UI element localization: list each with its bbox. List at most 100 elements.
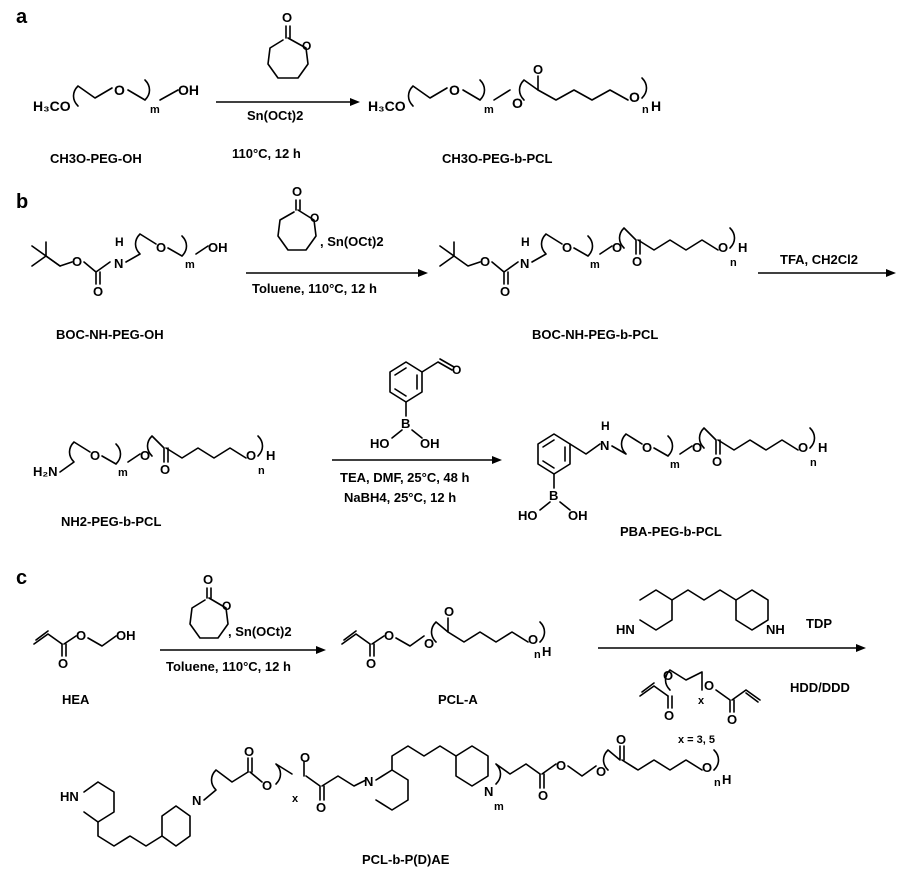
- svg-text:n: n: [534, 649, 541, 661]
- svg-text:O: O: [222, 599, 231, 613]
- svg-text:B: B: [549, 488, 558, 503]
- panel-b-step2-reagent: TFA, CH2Cl2: [780, 252, 859, 267]
- svg-text:O: O: [262, 778, 272, 793]
- panel-c-tdp-label: TDP: [806, 616, 832, 631]
- panel-b-step3-conditions-1: TEA, DMF, 25°C, 48 h: [340, 470, 470, 485]
- svg-text:m: m: [150, 104, 160, 116]
- svg-text:O: O: [556, 758, 566, 773]
- panel-b-step1-catalyst: , Sn(OCt)2: [320, 234, 384, 249]
- svg-text:O: O: [500, 284, 510, 299]
- svg-text:n: n: [714, 777, 721, 789]
- panel-b-product-name: PBA-PEG-b-PCL: [620, 524, 722, 539]
- svg-text:H: H: [651, 98, 661, 114]
- svg-text:O: O: [160, 462, 170, 477]
- svg-text:O: O: [632, 254, 642, 269]
- panel-a-reactant-structure: H₃CO O m OH: [33, 79, 199, 116]
- svg-text:OH: OH: [116, 628, 136, 643]
- caprolactone-structure-c: O O: [189, 572, 231, 639]
- svg-text:n: n: [258, 465, 265, 477]
- svg-text:H: H: [738, 240, 747, 255]
- svg-text:H: H: [115, 235, 124, 249]
- svg-text:O: O: [702, 760, 712, 775]
- panel-c-intermediate-name: PCL-A: [438, 692, 478, 707]
- svg-text:m: m: [484, 104, 494, 116]
- panel-b-boc-reactant-structure: O O N H O m OH: [31, 233, 228, 299]
- svg-text:O: O: [246, 448, 256, 463]
- svg-text:O: O: [704, 678, 714, 693]
- svg-text:N: N: [192, 793, 201, 808]
- svg-text:O: O: [528, 632, 538, 647]
- atom-label-h3co: H₃CO: [33, 98, 71, 114]
- svg-text:O: O: [664, 708, 674, 723]
- panel-a-product-name: CH3O-PEG-b-PCL: [442, 151, 553, 166]
- panel-c-product-name: PCL-b-P(D)AE: [362, 852, 450, 867]
- svg-text:O: O: [642, 440, 652, 455]
- panel-c-product-structure: HN N O O x O O N N m O O O O O n H: [60, 732, 731, 847]
- svg-text:O: O: [244, 744, 254, 759]
- svg-text:O: O: [444, 604, 454, 619]
- svg-text:n: n: [730, 257, 737, 269]
- svg-text:O: O: [203, 572, 213, 587]
- svg-text:O: O: [712, 454, 722, 469]
- svg-text:OH: OH: [420, 436, 440, 451]
- svg-text:O: O: [692, 440, 702, 455]
- panel-b-boc-product-structure: O O N H O m O O O n H: [439, 227, 747, 299]
- svg-text:O: O: [300, 750, 310, 765]
- panel-c-reactant-name: HEA: [62, 692, 90, 707]
- panel-b-intermediate-name: BOC-NH-PEG-b-PCL: [532, 327, 659, 342]
- svg-text:H: H: [521, 235, 530, 249]
- svg-text:O: O: [316, 800, 326, 815]
- svg-text:O: O: [156, 240, 166, 255]
- svg-text:O: O: [616, 732, 626, 747]
- svg-text:O: O: [533, 62, 543, 77]
- svg-text:O: O: [282, 10, 292, 25]
- svg-text:O: O: [512, 95, 523, 111]
- panel-label-c: c: [16, 567, 28, 589]
- svg-text:O: O: [596, 764, 606, 779]
- svg-text:N: N: [114, 256, 123, 271]
- svg-text:OH: OH: [208, 240, 228, 255]
- svg-text:O: O: [366, 656, 376, 671]
- svg-text:m: m: [670, 459, 680, 471]
- svg-text:H: H: [722, 772, 731, 787]
- svg-text:O: O: [663, 668, 673, 683]
- panel-b-pba-product-structure: N H B HO OH O m O O O n H: [518, 419, 827, 523]
- diacrylate-structure: O O x O O: [639, 668, 761, 727]
- tdp-structure: HN NH: [616, 589, 785, 637]
- svg-text:O: O: [612, 240, 622, 255]
- svg-text:O: O: [449, 82, 460, 98]
- svg-text:O: O: [562, 240, 572, 255]
- svg-text:HO: HO: [370, 436, 390, 451]
- svg-text:H₂N: H₂N: [33, 464, 58, 479]
- panel-label-b: b: [16, 191, 29, 213]
- panel-a-reactant-name: CH3O-PEG-OH: [50, 151, 142, 166]
- svg-text:O: O: [114, 82, 125, 98]
- panel-a-catalyst: Sn(OCt)2: [247, 108, 304, 123]
- svg-text:O: O: [538, 788, 548, 803]
- svg-text:O: O: [292, 184, 302, 199]
- svg-text:x: x: [292, 793, 299, 805]
- svg-text:N: N: [600, 438, 609, 453]
- svg-text:N: N: [520, 256, 529, 271]
- panel-a-product-structure: H₃CO O m O O O n H: [368, 62, 661, 116]
- panel-c-step1-catalyst: , Sn(OCt)2: [228, 624, 292, 639]
- panel-b-amine-name: NH2-PEG-b-PCL: [61, 514, 162, 529]
- svg-text:O: O: [629, 89, 640, 105]
- svg-text:m: m: [494, 801, 504, 813]
- panel-c-x-values: x = 3, 5: [678, 734, 716, 746]
- panel-c-diacrylate-label: HDD/DDD: [790, 680, 850, 695]
- svg-text:O: O: [76, 628, 86, 643]
- svg-text:n: n: [642, 104, 649, 116]
- panel-c-hea-structure: O O OH: [33, 628, 136, 671]
- svg-text:OH: OH: [568, 508, 588, 523]
- caprolactone-structure-b1: O O: [277, 184, 319, 251]
- svg-text:x: x: [698, 695, 705, 707]
- svg-text:O: O: [310, 211, 319, 225]
- svg-text:O: O: [480, 254, 490, 269]
- svg-text:N: N: [484, 784, 493, 799]
- phenylboronic-aldehyde-structure: O B HO OH: [370, 358, 461, 451]
- svg-text:HN: HN: [616, 622, 635, 637]
- svg-text:m: m: [118, 467, 128, 479]
- panel-label-a: a: [16, 6, 28, 28]
